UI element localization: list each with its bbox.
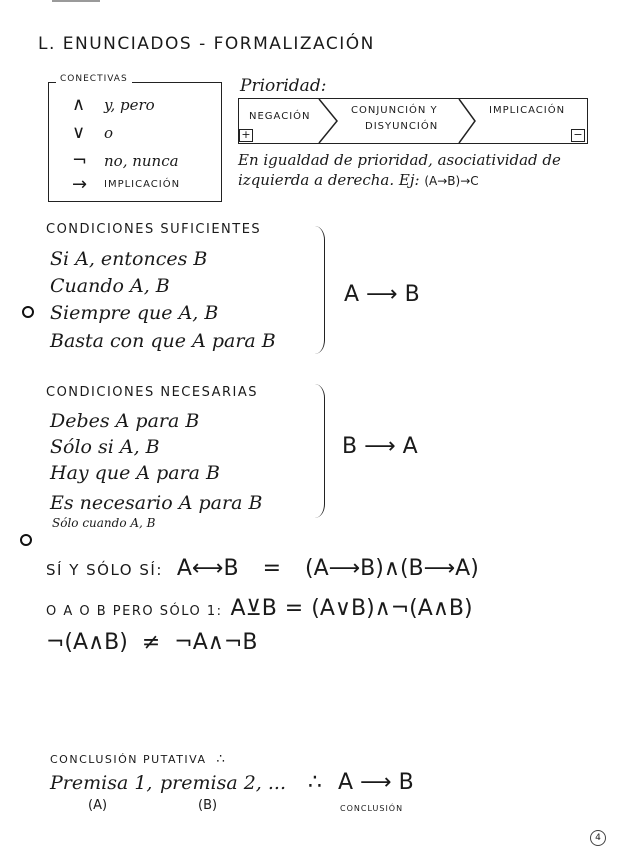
sufficient-line: Siempre que A, B [50,302,219,324]
equivalence-row: SÍ Y SÓLO SÍ: A⟷B = (A⟶B)∧(B⟶A) [46,556,479,581]
equivalence-lhs: A⟷B [176,556,239,581]
equivalence-rhs: (A∨B)∧¬(A∧B) [311,596,473,621]
right-brace-icon [312,226,325,354]
therefore-icon: ∴ [308,770,322,795]
priority-title: Prioridad: [240,76,327,96]
example-label: Ej: [398,171,420,189]
equivalence-row: ¬(A∧B) ≠ ¬A∧¬B [46,630,257,655]
page-title: L. ENUNCIADOS - FORMALIZACIÓN [38,34,375,54]
priority-level-implication: IMPLICACIÓN [489,105,566,116]
premise-2-var: (B) [198,798,218,813]
sufficient-formula: A ⟶ B [344,282,420,307]
not-icon: ¬ [72,150,88,171]
priority-level-disjunction: DISYUNCIÓN [365,121,439,132]
conclusion-heading: CONCLUSIÓN PUTATIVA [50,753,207,766]
equivalence-sign: = [262,556,281,581]
connective-meaning: no, nunca [104,151,179,170]
sufficient-heading: CONDICIONES SUFICIENTES [46,222,262,237]
equivalence-rhs: ¬A∧¬B [174,630,258,655]
necessary-line: Es necesario A para B [50,492,263,514]
connective-meaning: o [104,123,114,142]
equivalence-rhs: (A⟶B)∧(B⟶A) [305,556,479,581]
connective-meaning: IMPLICACIÓN [104,179,181,190]
connective-row: ¬ no, nunca [72,150,179,171]
page-number: 4 [590,830,606,846]
priority-note-line2: izquierda a derecha. [238,171,395,189]
priority-level-conjunction: CONJUNCIÓN Y [351,105,438,116]
necessary-heading: CONDICIONES NECESARIAS [46,385,258,400]
equivalence-label: O A O B PERO SÓLO 1: [46,604,223,619]
plus-icon: + [239,129,253,142]
necessary-line: Sólo si A, B [50,436,160,458]
premise-1-var: (A) [88,798,108,813]
connectives-box [48,82,222,202]
necessary-extra-line: Sólo cuando A, B [52,516,156,530]
conclusion-label: CONCLUSIÓN [340,804,404,813]
example-formula: (A→B)→C [424,174,479,188]
minus-icon: − [571,129,585,142]
equivalence-sign: ≠ [141,630,161,655]
premise-1: Premisa 1, [50,772,153,794]
chevron-dividers-icon [318,99,476,143]
sufficient-line: Cuando A, B [50,275,170,297]
top-edge-mark [52,0,100,2]
bullet-icon [20,534,32,546]
equivalence-lhs: A⊻B [230,596,277,621]
connective-meaning: y, pero [104,95,155,114]
connective-row: ∨ o [72,122,113,143]
equivalence-label: SÍ Y SÓLO SÍ: [46,561,163,579]
sufficient-line: Si A, entonces B [50,248,208,270]
equivalence-row: O A O B PERO SÓLO 1: A⊻B = (A∨B)∧¬(A∧B) [46,596,473,621]
necessary-line: Debes A para B [50,410,200,432]
priority-bar: NEGACIÓN CONJUNCIÓN Y DISYUNCIÓN IMPLICA… [238,98,588,144]
equivalence-lhs: ¬(A∧B) [46,630,128,655]
bullet-icon [22,306,34,318]
conclusion-formula: A ⟶ B [338,770,414,795]
implies-icon: → [72,174,88,195]
connective-row: → IMPLICACIÓN [72,174,180,195]
necessary-line: Hay que A para B [50,462,221,484]
equivalence-sign: = [284,596,304,621]
connectives-label: CONECTIVAS [56,74,132,84]
or-icon: ∨ [72,122,86,143]
sufficient-line: Basta con que A para B [50,330,276,352]
priority-level-negation: NEGACIÓN [249,111,311,122]
right-brace-icon [312,384,325,518]
conclusion-heading-row: CONCLUSIÓN PUTATIVA ∴ [50,752,225,767]
therefore-icon: ∴ [216,752,225,767]
connective-row: ∧ y, pero [72,94,155,115]
premise-2: premisa 2, ... [160,772,286,794]
necessary-formula: B ⟶ A [342,434,418,459]
priority-note-line1: En igualdad de prioridad, asociatividad … [238,151,561,169]
priority-note: En igualdad de prioridad, asociatividad … [238,150,561,191]
and-icon: ∧ [72,94,86,115]
